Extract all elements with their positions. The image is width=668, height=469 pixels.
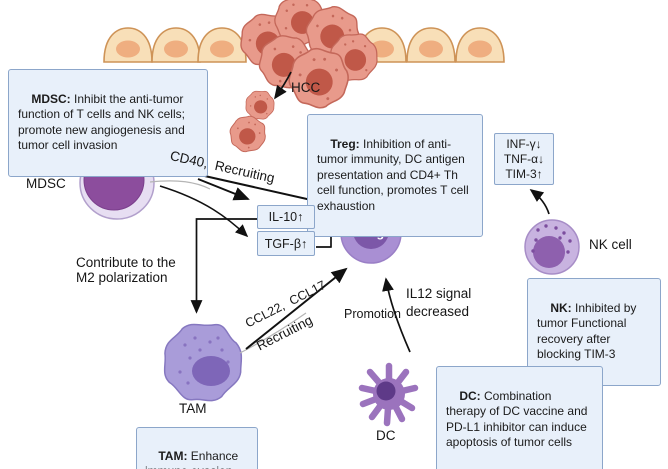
il10-chip-label: IL-10↑: [268, 210, 304, 224]
nk-note-title: NK:: [550, 300, 572, 315]
nk-note-body: Inhibited by tumor Functional recovery a…: [537, 300, 640, 362]
normal-liver-cells-right: [357, 27, 505, 63]
liver-cell: [197, 27, 247, 63]
hcc-label: HCC: [291, 80, 321, 95]
tgfb-chip: TGF-β↑: [257, 231, 315, 256]
mdsc-note-title: MDSC:: [31, 91, 71, 106]
normal-liver-cells-left: [103, 27, 247, 63]
dc-note-body: Combination therapy of DC vaccine and PD…: [446, 388, 591, 450]
tam-note-body: Enhance immune evasion: [145, 448, 239, 469]
dc-label: DC: [376, 428, 396, 443]
nk-cell-label: NK cell: [589, 237, 632, 252]
dc-cell: [358, 362, 419, 427]
arrow-tam-to-treg: [245, 267, 348, 350]
treg-note-title: Treg:: [330, 136, 360, 151]
il12-label: IL12 signal decreased: [406, 286, 476, 319]
dc-note-title: DC:: [459, 388, 481, 403]
mdsc-label: MDSC: [26, 176, 66, 191]
liver-cell: [103, 27, 153, 63]
liver-cell: [406, 27, 456, 63]
tam-note-title: TAM:: [158, 448, 188, 463]
nk-cell: [524, 219, 580, 275]
arrow-m2-to-tam: [190, 218, 257, 314]
cytokine-line-infg: INF-γ↓: [506, 136, 542, 151]
liver-cell: [455, 27, 505, 63]
arrow-nk-to-cytokine-box: [529, 188, 550, 215]
arrow-mdsc-to-il10: [197, 178, 250, 201]
liver-cell: [151, 27, 201, 63]
dc-note-box: DC: Combination therapy of DC vaccine an…: [436, 366, 603, 469]
mdsc-note-box: MDSC: Inhibit the anti-tumor function of…: [8, 69, 208, 177]
mdsc-note-body: Inhibit the anti-tumor function of T cel…: [18, 91, 192, 153]
arrow-dc-to-treg: [382, 277, 411, 353]
tam-cell: [163, 323, 243, 402]
il10-chip: IL-10↑: [257, 205, 315, 229]
m2-polarization-label: Contribute to the M2 polarization: [76, 255, 180, 285]
cytokine-line-tnfa: TNF-α↓: [503, 151, 545, 166]
arrow-mdsc-to-tgfb: [159, 185, 249, 238]
nk-cytokines-chip: INF-γ↓ TNF-α↓ TIM-3↑: [494, 133, 554, 185]
tgfb-chip-label: TGF-β↑: [264, 236, 308, 251]
treg-note-body: Inhibition of anti-tumor immunity, DC an…: [317, 136, 472, 213]
promotion-label: Promotion: [344, 307, 401, 321]
cytokine-line-tim3: TIM-3↑: [505, 166, 543, 181]
tam-note-box: TAM: Enhance immune evasion: [136, 427, 258, 469]
treg-note-box: Treg: Inhibition of anti-tumor immunity,…: [307, 114, 483, 238]
arrow-hcc-shedding: [274, 71, 292, 100]
tam-label: TAM: [179, 401, 207, 416]
